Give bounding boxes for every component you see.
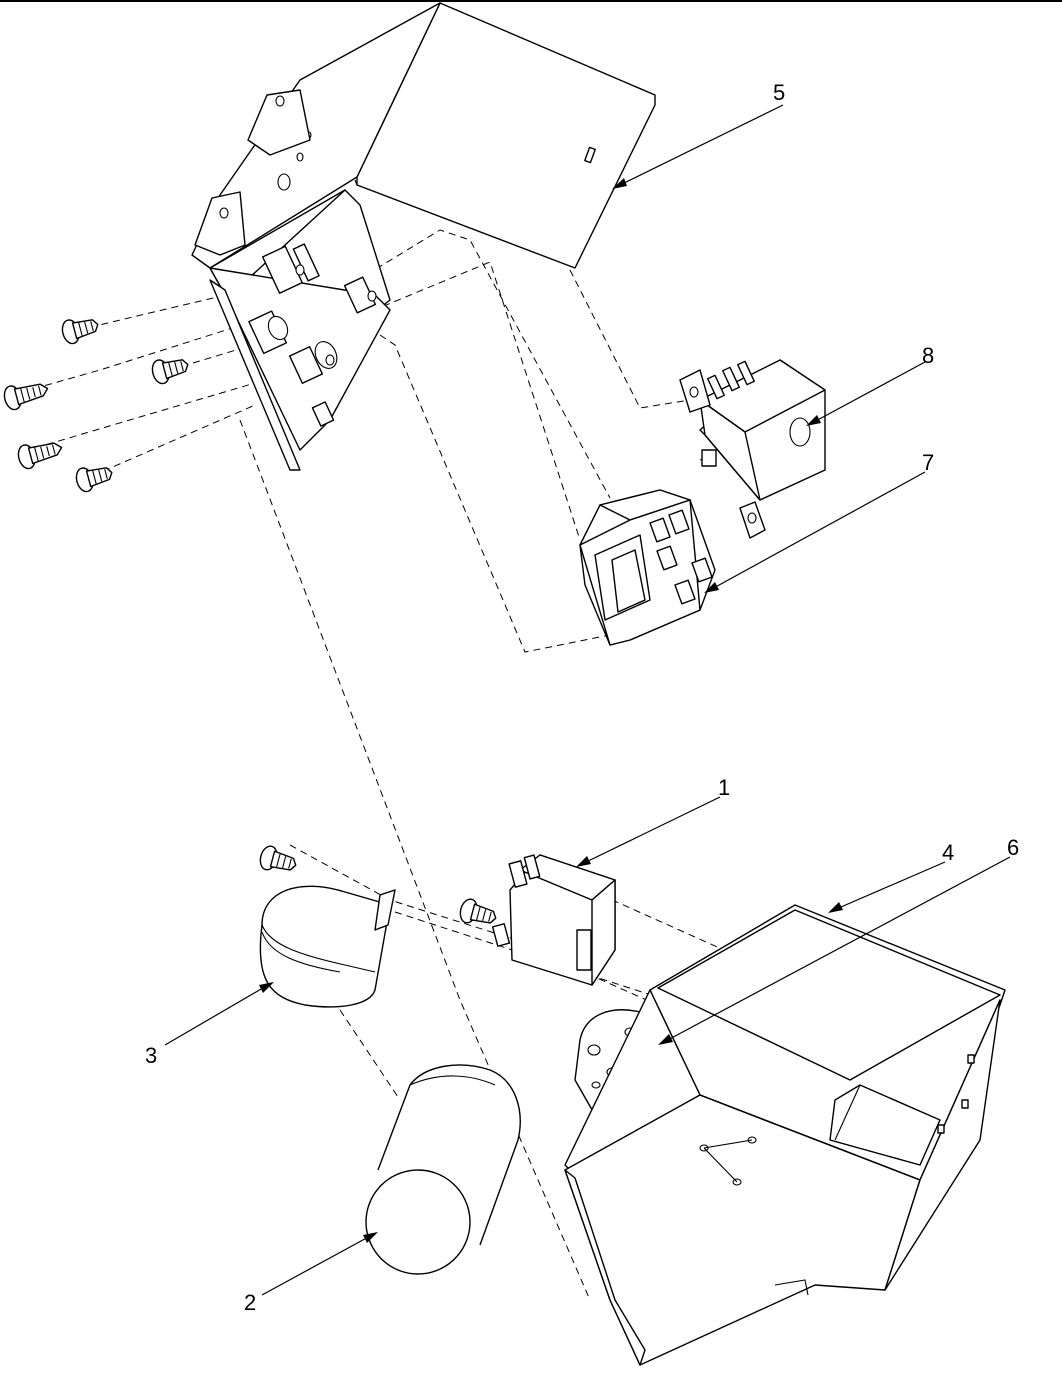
screw-icon [17,442,63,470]
screw-icon [3,383,49,411]
cover-icon [191,2,656,471]
callout-5: 5 [773,80,785,105]
screw-group-left [3,319,189,493]
overload-protector-icon [679,359,826,539]
callout-1: 1 [718,775,730,800]
screw-icon [75,467,113,493]
screw-icon [61,319,99,345]
callout-6: 6 [1007,835,1019,860]
leader-lines [164,104,1011,1296]
callout-2: 2 [244,1290,256,1315]
screw-icon [459,898,497,924]
screw-icon [151,359,189,385]
screw-icon [259,845,297,871]
callout-4: 4 [942,840,954,865]
callout-7: 7 [922,450,934,475]
callout-8: 8 [922,343,934,368]
control-box-icon [564,904,1006,1366]
relay-socket-icon [579,489,716,646]
capacitor-icon [365,1064,521,1275]
relay-icon [491,854,616,986]
callout-3: 3 [145,1043,157,1068]
capacitor-strap-icon [259,885,396,1008]
